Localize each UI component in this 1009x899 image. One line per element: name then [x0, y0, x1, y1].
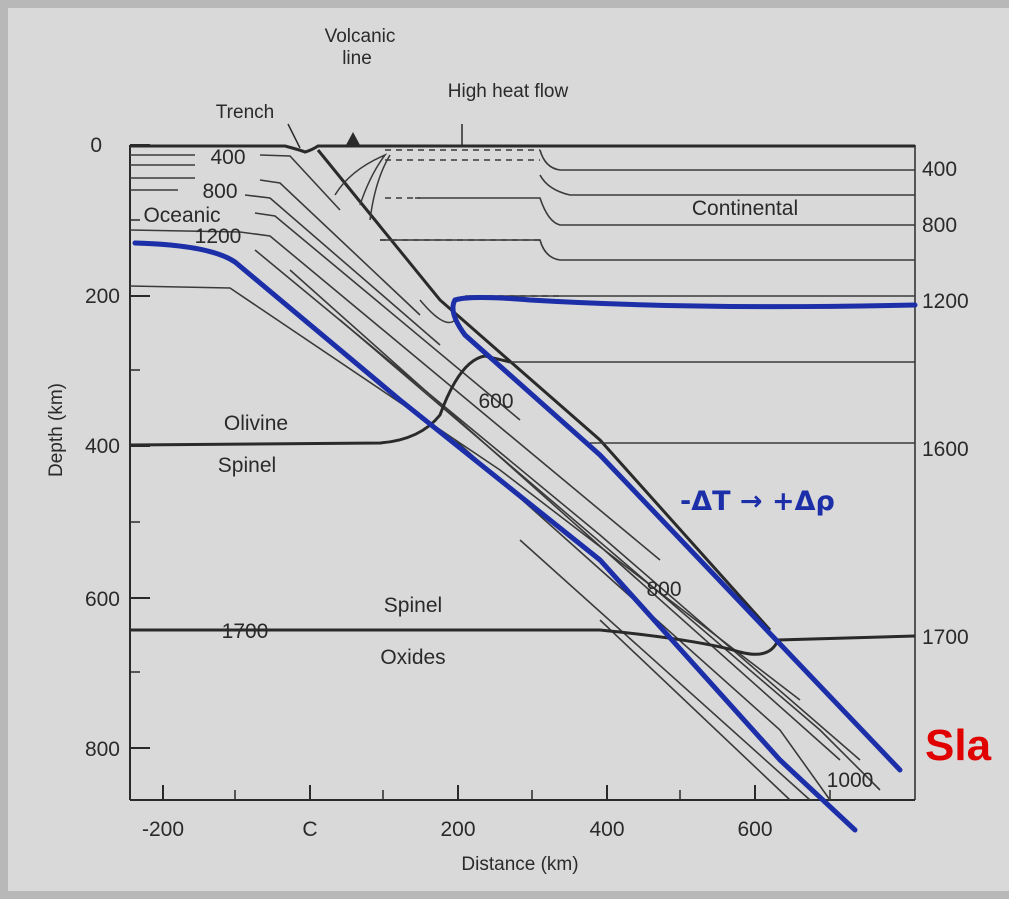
x-tick-labels: -200 C 200 400 600 [142, 818, 773, 841]
isotherm-line [289, 269, 841, 761]
slab-top [316, 149, 772, 632]
isotherm-label-left: 1700 [222, 620, 269, 643]
high-heat-flow-label: High heat flow [448, 81, 569, 102]
phase-boundaries [129, 354, 916, 656]
isotherm-label-inner: 600 [478, 390, 513, 413]
isotherm-label-right: 800 [922, 214, 957, 237]
y-tick-label: 400 [85, 435, 120, 458]
slab-outline [132, 240, 918, 833]
slab-title: Sla [925, 721, 992, 770]
x-axis-title: Distance (km) [461, 854, 578, 875]
olivine-spinel-boundary [129, 354, 511, 447]
volcanic-line-label-2: line [342, 48, 372, 69]
continental-isotherms [380, 149, 915, 444]
isotherm-label-right: 1200 [922, 290, 969, 313]
isotherm-label-inner: 800 [646, 578, 681, 601]
x-tick-label: 200 [440, 818, 475, 841]
x-tick-label: 600 [737, 818, 772, 841]
isotherm-label-right: 1600 [922, 438, 969, 461]
isotherm-line [539, 174, 915, 196]
isotherm-label-left: 1200 [195, 225, 242, 248]
isotherm-line [129, 229, 661, 561]
oceanic-isotherms [129, 154, 881, 801]
y-tick-labels: 0 200 400 600 800 [85, 134, 120, 761]
isotherm-line [259, 154, 341, 211]
density-note: -ΔT → +Δρ [680, 486, 835, 517]
isotherm-line [259, 179, 421, 316]
surface [130, 123, 915, 154]
isotherm-label-right: 1700 [922, 626, 969, 649]
wedge-curve [419, 299, 456, 324]
isotherm-label-left: 400 [210, 146, 245, 169]
wedge-curve [334, 153, 388, 206]
y-axis-title: Depth (km) [46, 383, 67, 477]
plot-frame [129, 144, 916, 801]
y-tick-label: 0 [90, 134, 102, 157]
isotherm-label-left: 800 [202, 180, 237, 203]
y-tick-label: 600 [85, 588, 120, 611]
oxides-label: Oxides [380, 646, 445, 669]
surface-line [130, 144, 915, 154]
y-tick-label: 800 [85, 738, 120, 761]
isotherm-line [454, 439, 831, 801]
dashed-isotherms [380, 149, 560, 297]
volcano-icon [346, 132, 360, 145]
isotherm-line [244, 194, 441, 346]
spinel-label-lower: Spinel [384, 594, 442, 617]
y-tick-label: 200 [85, 285, 120, 308]
x-tick-label: -200 [142, 818, 184, 841]
slab-upper-edge [450, 295, 918, 773]
isotherm-label-inner: 1000 [827, 769, 874, 792]
isotherm-line [380, 239, 915, 261]
volcanic-line-label: Volcanic [325, 26, 396, 47]
isotherm-line [519, 539, 811, 801]
trench-label: Trench [216, 102, 274, 123]
isotherm-line [539, 149, 915, 171]
isotherm-label-right: 400 [922, 158, 957, 181]
slab-lower-edge [132, 240, 858, 833]
isotherm-line [599, 619, 791, 801]
x-tick-label: 400 [589, 818, 624, 841]
spinel-label-upper: Spinel [218, 454, 276, 477]
mantle-wedge-isotherms [334, 153, 456, 324]
olivine-label: Olivine [224, 412, 288, 435]
oceanic-label: Oceanic [143, 204, 220, 227]
isotherm-line [254, 212, 521, 421]
wedge-curve [369, 154, 391, 221]
slab-top-line [316, 149, 772, 632]
x-tick-label: C [302, 818, 317, 841]
continental-label: Continental [692, 197, 798, 220]
isotherm-line [415, 197, 915, 226]
trench-pointer [287, 123, 301, 149]
spinel-oxides-boundary [130, 628, 916, 656]
